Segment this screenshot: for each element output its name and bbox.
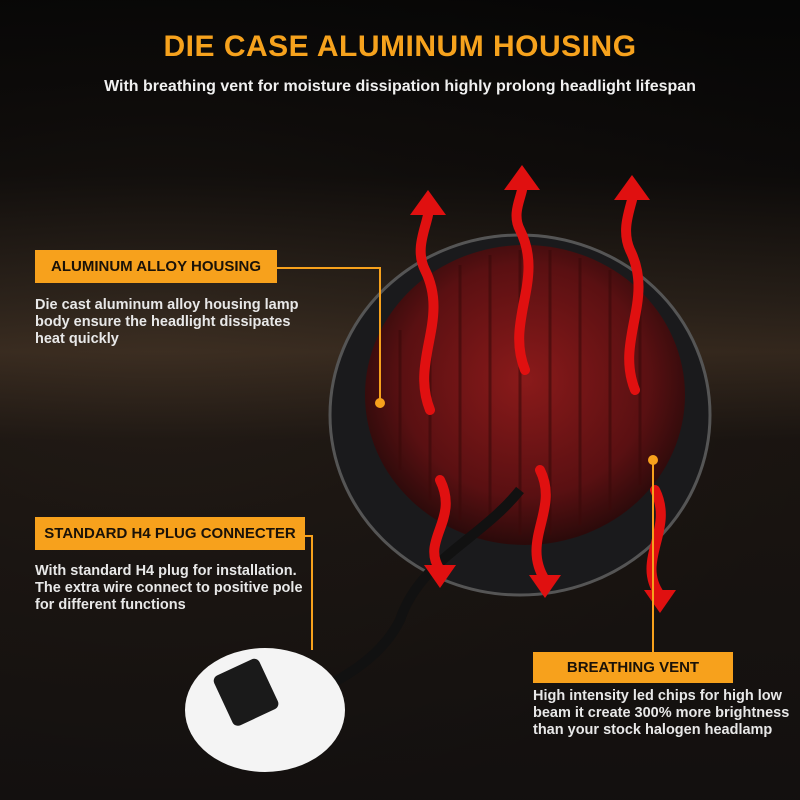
callout-desc-plug: With standard H4 plug for installation. … (35, 563, 303, 614)
desc-line: for different functions (35, 597, 186, 613)
desc-line: Die cast aluminum alloy housing lamp (35, 297, 299, 313)
desc-line: beam it create 300% more brightness (533, 705, 790, 721)
callout-desc-vent: High intensity led chips for high low be… (533, 688, 789, 739)
desc-line: With standard H4 plug for installation. (35, 563, 297, 579)
page-title: DIE CASE ALUMINUM HOUSING (163, 30, 637, 63)
power-wire (297, 486, 524, 705)
desc-line: than your stock halogen headlamp (533, 722, 773, 738)
page-subtitle: With breathing vent for moisture dissipa… (104, 78, 696, 95)
callout-line (652, 462, 654, 652)
callout-line (379, 267, 381, 402)
desc-line: The extra wire connect to positive pole (35, 580, 303, 596)
callout-line (311, 535, 313, 650)
callout-line (277, 267, 380, 269)
heat-arrows (415, 185, 666, 600)
desc-line: body ensure the headlight dissipates (35, 314, 291, 330)
callout-dot (375, 398, 385, 408)
callout-label-plug: STANDARD H4 PLUG CONNECTER (35, 517, 305, 550)
callout-line (305, 535, 313, 537)
callout-desc-housing: Die cast aluminum alloy housing lamp bod… (35, 297, 298, 348)
callout-label-housing: ALUMINUM ALLOY HOUSING (35, 250, 277, 283)
desc-line: heat quickly (35, 331, 119, 347)
callout-label-vent: BREATHING VENT (533, 652, 733, 683)
desc-line: High intensity led chips for high low (533, 688, 782, 704)
callout-dot (648, 455, 658, 465)
housing-fins (365, 245, 685, 545)
